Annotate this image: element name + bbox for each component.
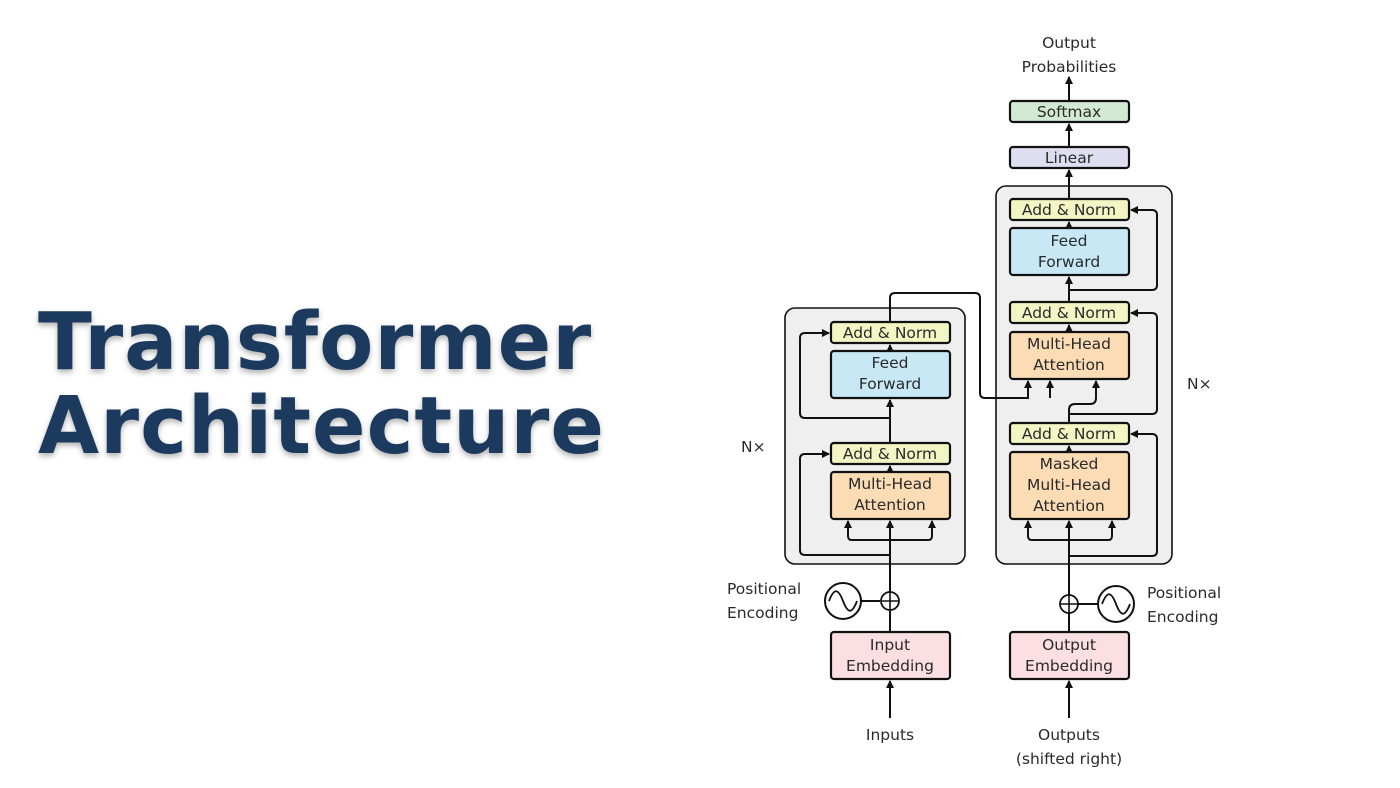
encoder-residual-1 bbox=[799, 450, 890, 556]
encoder-stack bbox=[784, 307, 966, 565]
output-embedding-label-2: Embedding bbox=[1025, 657, 1113, 675]
decoder-residual-2 bbox=[1069, 309, 1158, 415]
decoder-positional-label-2: Encoding bbox=[1147, 608, 1218, 626]
encoder-residual-2 bbox=[799, 329, 890, 419]
decoder-add-norm-top-label: Add & Norm bbox=[1022, 201, 1116, 219]
decoder-masked-attention-label-1: Masked bbox=[1040, 455, 1099, 473]
decoder-residual-1 bbox=[1069, 430, 1158, 557]
softmax-label: Softmax bbox=[1037, 103, 1101, 121]
inputs-label: Inputs bbox=[866, 726, 914, 744]
encoder-add-norm-top-label: Add & Norm bbox=[843, 324, 937, 342]
encoder-attention-label-1: Multi-Head bbox=[848, 475, 932, 493]
decoder-repeat-label: N× bbox=[1187, 375, 1212, 393]
linear-label: Linear bbox=[1045, 149, 1094, 167]
input-embedding-label-2: Embedding bbox=[846, 657, 934, 675]
page-title: Transformer Architecture bbox=[38, 300, 638, 468]
output-probabilities-label-2: Probabilities bbox=[1022, 58, 1117, 76]
outputs-label-1: Outputs bbox=[1038, 726, 1100, 744]
input-embedding-label-1: Input bbox=[870, 636, 910, 654]
encoder-feed-forward-label-1: Feed bbox=[872, 354, 909, 372]
encoder-add-norm-bottom-label: Add & Norm bbox=[843, 445, 937, 463]
encoder-to-decoder-wire bbox=[889, 292, 1032, 399]
encoder-repeat-label: N× bbox=[741, 438, 766, 456]
decoder-feed-forward-label-2: Forward bbox=[1038, 253, 1100, 271]
decoder-positional-label-1: Positional bbox=[1147, 584, 1221, 602]
decoder-residual-3 bbox=[1069, 206, 1158, 291]
outputs-label-2: (shifted right) bbox=[1016, 750, 1122, 768]
encoder-positional-label-2: Encoding bbox=[727, 604, 798, 622]
title-line-1: Transformer bbox=[38, 296, 593, 388]
decoder-query-wire bbox=[1068, 380, 1100, 423]
decoder-masked-attention-label-2: Multi-Head bbox=[1027, 476, 1111, 494]
decoder-cross-attention-label-1: Multi-Head bbox=[1027, 335, 1111, 353]
decoder-add-norm-mid-label: Add & Norm bbox=[1022, 304, 1116, 322]
decoder-masked-attention-label-3: Attention bbox=[1033, 497, 1105, 515]
decoder-add-norm-bottom-label: Add & Norm bbox=[1022, 425, 1116, 443]
encoder-attention-label-2: Attention bbox=[854, 496, 926, 514]
decoder-feed-forward-label-1: Feed bbox=[1051, 232, 1088, 250]
output-probabilities-label-1: Output bbox=[1042, 34, 1096, 52]
output-embedding-label-1: Output bbox=[1042, 636, 1096, 654]
title-line-2: Architecture bbox=[38, 380, 605, 472]
decoder-cross-attention-label-2: Attention bbox=[1033, 356, 1105, 374]
encoder-positional-label-1: Positional bbox=[727, 580, 801, 598]
encoder-feed-forward-label-2: Forward bbox=[859, 375, 921, 393]
encoder-qkv-split bbox=[847, 521, 933, 541]
decoder-qkv-split bbox=[1027, 521, 1113, 541]
